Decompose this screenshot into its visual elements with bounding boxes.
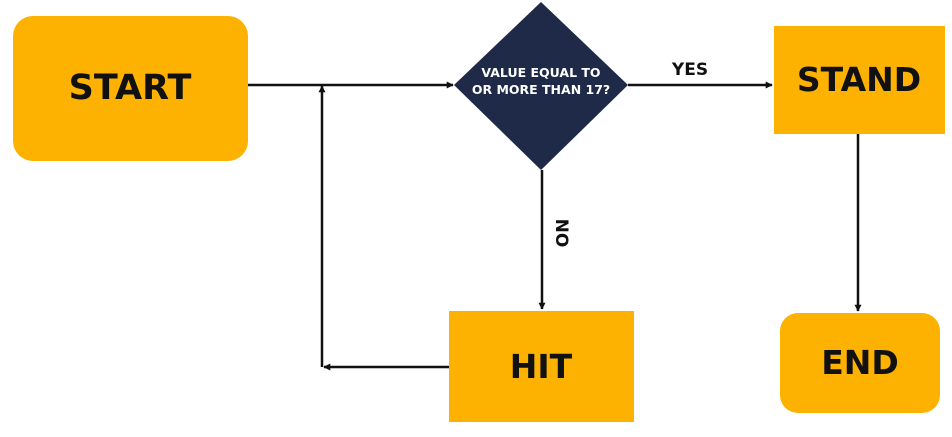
decision-node [454,2,628,170]
yes-label: YES [671,60,708,80]
hit-node [449,311,634,422]
start-label: START [69,68,192,108]
stand-node [774,26,945,134]
no-label: NO [551,219,571,248]
start-node [13,16,248,161]
hit-label: HIT [510,347,573,386]
decision-label-line1: VALUE EQUAL TO [481,65,600,80]
stand-label: STAND [797,60,921,99]
end-node [780,313,940,413]
decision-label-line2: OR MORE THAN 17? [472,82,610,97]
end-label: END [821,343,899,382]
